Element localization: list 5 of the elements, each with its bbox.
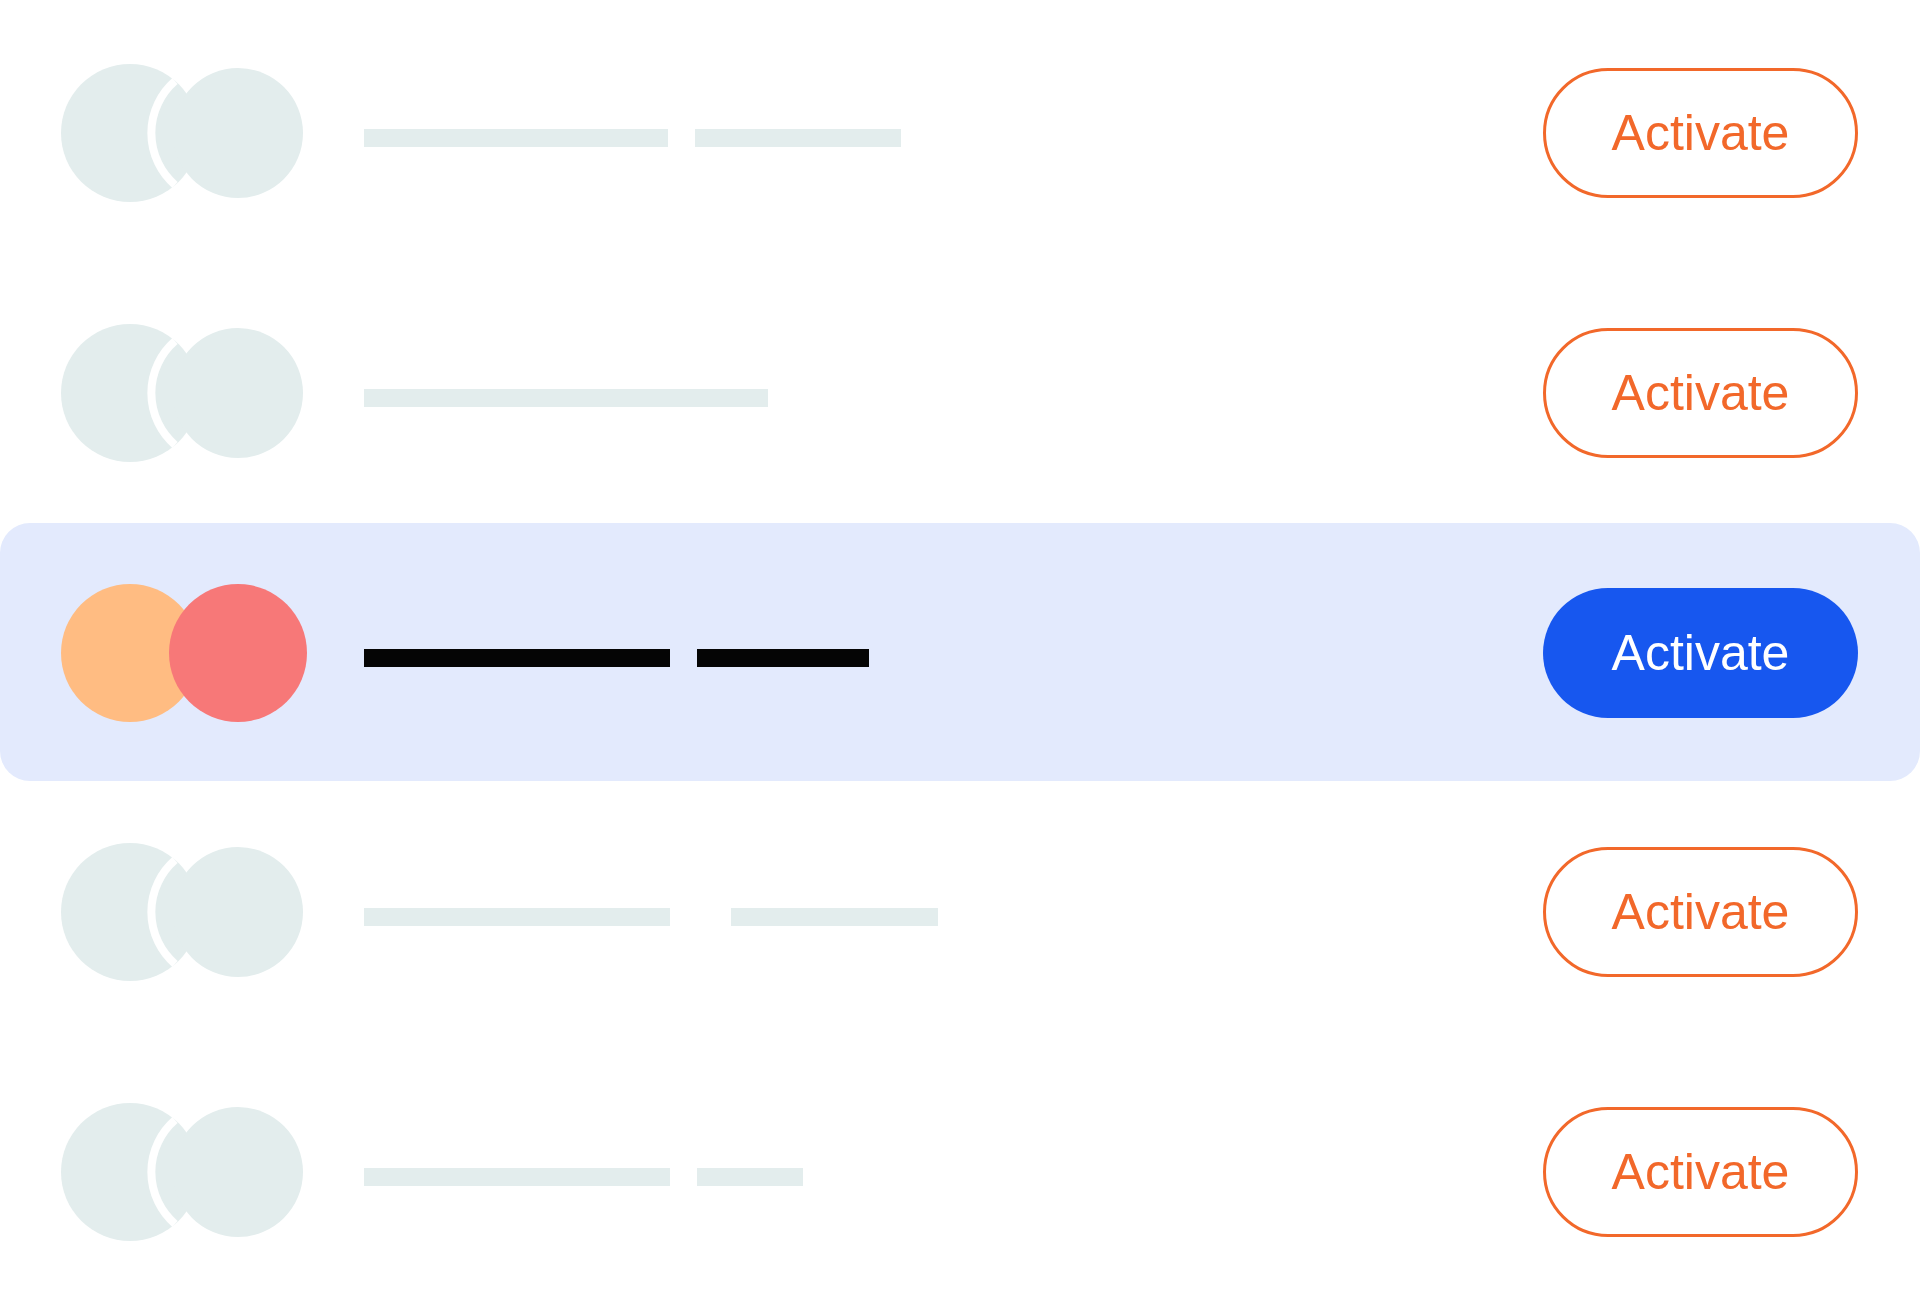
activate-button: Activate — [1543, 1107, 1858, 1237]
activate-button: Activate — [1543, 588, 1858, 718]
activate-button: Activate — [1543, 328, 1858, 458]
activate-button: Activate — [1543, 847, 1858, 977]
activate-button: Activate — [1543, 68, 1858, 198]
